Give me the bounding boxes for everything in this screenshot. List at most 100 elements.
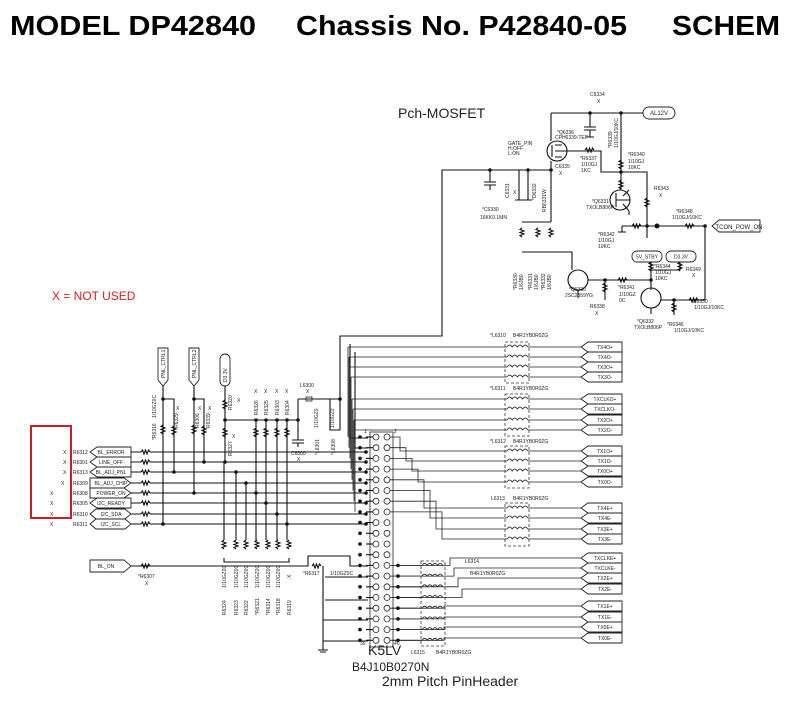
bank-resistor-value: 1/10GZ0C [244, 565, 250, 588]
bank-resistor-ref: *R6314 [266, 598, 272, 615]
r6316-label: *R6316 [152, 423, 158, 440]
q6331-part: TXOLB806P [586, 205, 615, 211]
lvds-tag-tx3on [580, 371, 623, 383]
not-used-x-mark: X [50, 522, 54, 528]
lvds-tag-tx2on [580, 424, 623, 436]
junction-dot [396, 627, 400, 632]
bl-on-tag [89, 559, 132, 573]
lvds-tag-label: TX4E- [598, 516, 613, 522]
bank-resistor-ref: R6323 [234, 600, 240, 615]
bank-resistor-ref: R6324 [222, 600, 228, 615]
q6332-label: *Q6332 [637, 319, 654, 325]
lvds-tag-label: TX3E- [598, 537, 613, 543]
lvds-tag-label: TXCLKO- [594, 407, 616, 413]
c6300-x: X [297, 457, 301, 463]
resistor-symbol [140, 489, 151, 497]
r6329-label: R6329 [174, 413, 180, 428]
lvds-tag-label: TX3O- [598, 375, 613, 381]
header-pin-even [383, 476, 391, 484]
choke-part: B4R1YB0R0ZG [513, 333, 548, 339]
junction-dot [396, 595, 400, 600]
q6336-part: CPH6339-TEP [555, 135, 589, 141]
common-mode-choke-coil [506, 417, 581, 421]
junction-dot [358, 606, 362, 610]
not-used-x-mark: X [63, 470, 67, 476]
lvds-tag-txclkon [580, 403, 623, 415]
junction-dot [358, 456, 362, 461]
junction-dot [364, 481, 368, 485]
common-mode-choke-coil [506, 448, 581, 452]
resistor-symbol [140, 562, 151, 570]
resistor-symbol [140, 479, 151, 487]
lvds-wire [390, 588, 581, 598]
lvds-wire [349, 366, 507, 459]
connector-resistor-ref: R6309 [73, 481, 88, 487]
lvds-tag-txclken [580, 562, 623, 574]
common-mode-choke-coil [506, 344, 581, 348]
r6303-label: R6303 [275, 400, 281, 415]
choke-array-l6311 [504, 393, 530, 437]
not-used-x-mark: X [63, 450, 67, 456]
choke-ref: L6315 [411, 650, 425, 656]
junction-dot [396, 563, 400, 568]
connector-resistor-ref: R6308 [73, 491, 88, 497]
ground-symbol [318, 649, 328, 653]
d33v-label: D3.3V [674, 255, 689, 261]
common-mode-choke-coil [506, 427, 581, 431]
c6331-x: X [513, 190, 517, 196]
resistor-symbol [631, 222, 642, 230]
junction-dot [358, 520, 362, 525]
resistor-symbol [159, 424, 167, 435]
header-pin-even [383, 626, 391, 633]
common-mode-choke-coil [506, 396, 581, 400]
bank-resistor-value: 1/10GZ0C [234, 565, 240, 588]
bank-resistor-ref: R6319 [287, 600, 293, 615]
bank-resistor-ref: *R6318 [276, 598, 282, 615]
header-pin-even [383, 529, 391, 537]
lvds-tag-label: TXCLKO+ [594, 397, 617, 403]
lvds-wire [390, 447, 507, 462]
header-pin-odd [372, 476, 380, 484]
lvds-tag-label: TXCLKE- [594, 566, 615, 572]
r6342-label: *R6342 [598, 232, 615, 238]
common-mode-choke-coil [506, 515, 581, 519]
r6304-x: X [285, 389, 289, 395]
junction-dot [364, 501, 368, 505]
lvds-tag-label: TX2O+ [597, 418, 613, 424]
lvds-wire [347, 346, 507, 437]
q6331-label: *Q6331 [592, 199, 609, 205]
tag-d33v [219, 353, 231, 387]
d6332-part: RB6331W [542, 189, 548, 212]
lvds-wire [390, 577, 581, 588]
resistor-symbol [285, 539, 293, 550]
resistor-symbol [140, 510, 151, 518]
model-title: MODEL DP42840 [10, 10, 256, 41]
junction-dot [396, 585, 400, 589]
lvds-tag-label: TX1E- [598, 615, 613, 621]
lvds-wire [390, 490, 507, 519]
signal-tag-label: LINE_OFF [99, 460, 123, 466]
resistor-symbol [617, 159, 625, 170]
r6346-label: *R6346 [667, 322, 684, 328]
signal-tag-label: BL_ADJ_PNL [96, 470, 127, 476]
common-mode-choke-coil [506, 364, 581, 368]
lvds-tag-tx1on [580, 455, 623, 467]
r6342-value: 1/10GJ [598, 238, 615, 244]
signal-tag-bl-adj-chip [89, 477, 132, 489]
connector-resistor-ref: R6310 [73, 512, 88, 518]
connector-resistor-ref: R6311 [73, 522, 88, 528]
header-pin-even [383, 583, 391, 591]
resistor-symbol [190, 424, 198, 435]
choke-ref: *L6311 [490, 386, 506, 392]
signal-tag-label: I2C_SDA [101, 512, 123, 518]
lvds-tag-label: TX1O- [598, 459, 613, 465]
lvds-tag-label: TX0E+ [597, 625, 613, 631]
junction-dot [254, 491, 258, 495]
lvds-wire [390, 479, 507, 509]
header-pin-even [383, 508, 391, 516]
lvds-tag-txclkep [580, 552, 623, 564]
r6306-label: R6306 [195, 413, 201, 428]
lvds-tag-tx4op [580, 341, 623, 353]
junction-dot [364, 491, 368, 495]
transistor-q6332 [640, 287, 662, 309]
